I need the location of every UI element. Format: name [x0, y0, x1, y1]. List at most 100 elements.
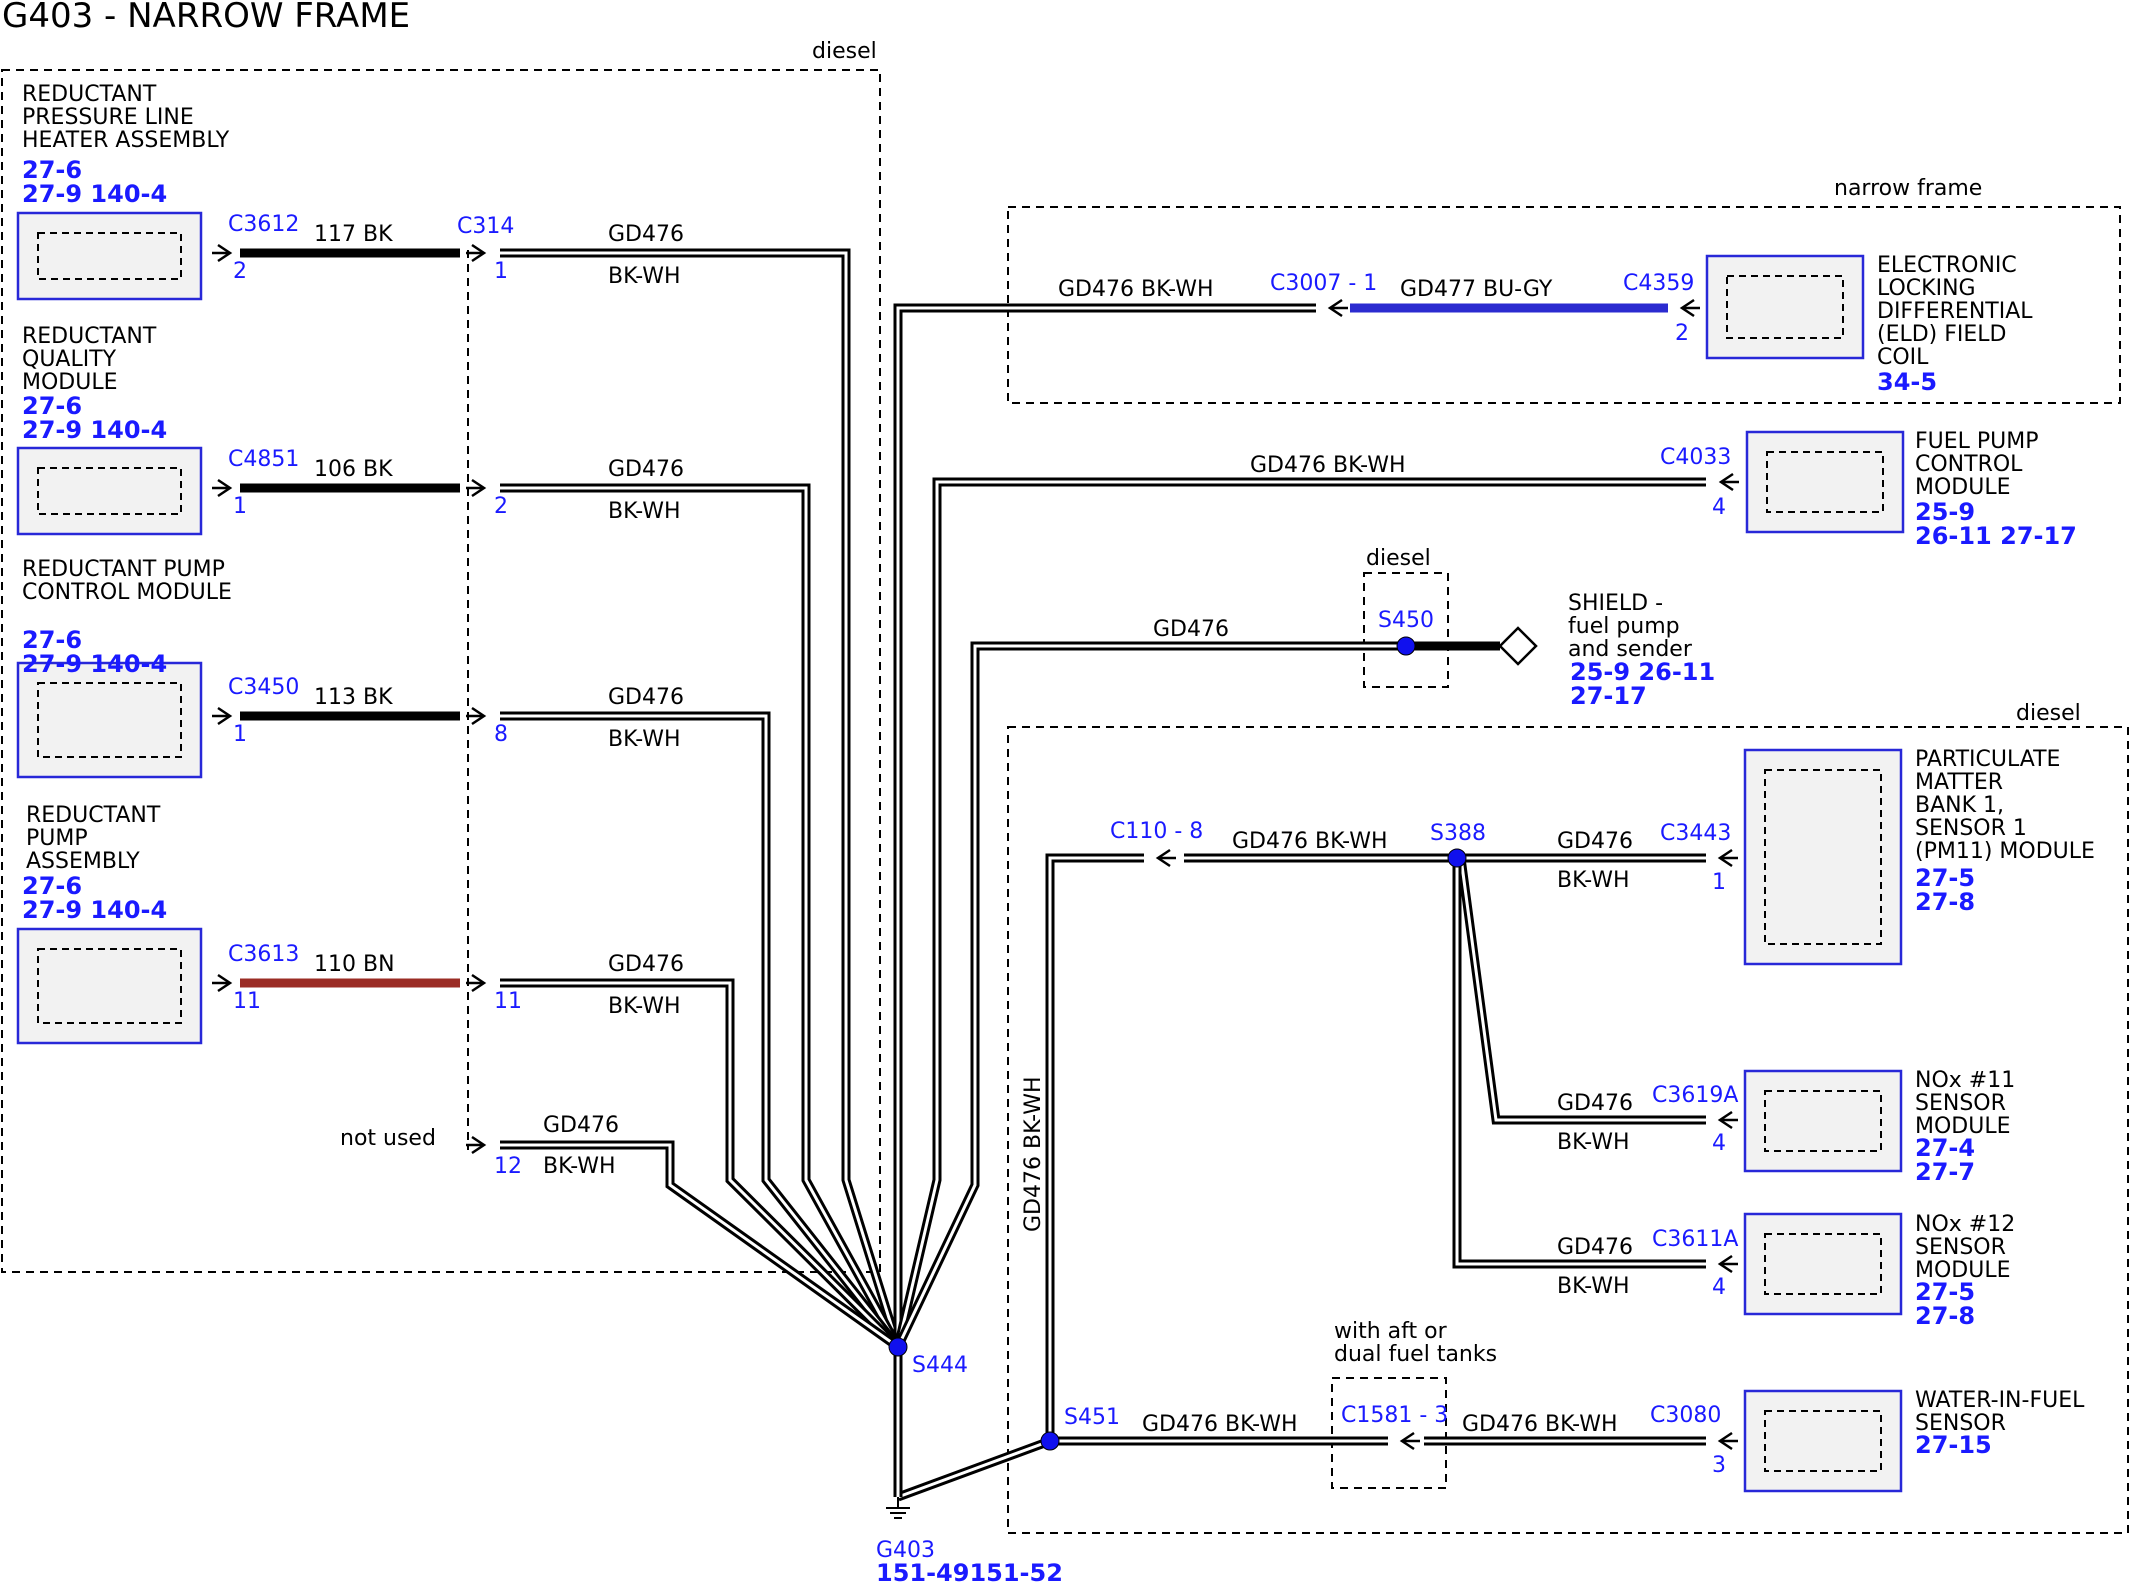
wire-c110-to-s451	[1045, 853, 1144, 1441]
component-name-shield-line: SHIELD -	[1568, 591, 1663, 616]
ground-refs: 151-49151-52	[876, 1559, 1063, 1584]
component-name-pm-sensor-line: BANK 1,	[1915, 793, 2004, 818]
component-name-nox12-line: MODULE	[1915, 1258, 2011, 1283]
component-name-wif-line: WATER-IN-FUEL	[1915, 1388, 2085, 1413]
connector-label-c110: C110 - 8	[1110, 819, 1203, 844]
component-box-nox11[interactable]	[1743, 1069, 1903, 1173]
component-name-left-3-line: REDUCTANT PUMP	[22, 557, 225, 582]
component-name-nox12-line: SENSOR	[1915, 1235, 2006, 1260]
splice-label-s388: S388	[1430, 821, 1486, 846]
splice-s388[interactable]	[1447, 848, 1467, 868]
c314-pin-4: 11	[494, 989, 522, 1014]
circuit-color-nox11: BK-WH	[1557, 1130, 1630, 1155]
connector-label-eld: C4359	[1623, 271, 1694, 296]
wire-c110-to-s451-inner	[1048, 856, 1144, 1441]
aft-tanks-region	[1331, 1377, 1447, 1489]
wire-label-fuel-pump: GD476 BK-WH	[1250, 453, 1406, 478]
wire-label-left-1: 117 BK	[314, 222, 393, 247]
component-box-nox12[interactable]	[1743, 1212, 1903, 1316]
splice-label-s444: S444	[912, 1353, 968, 1378]
component-refs-left-4: 27-9 140-4	[22, 896, 167, 924]
component-box-wif[interactable]	[1743, 1389, 1903, 1493]
diesel-s450-region	[1363, 572, 1449, 688]
circuit-label-left-1: GD476	[608, 222, 684, 247]
narrow-frame-region	[1007, 206, 2121, 404]
component-box-eld[interactable]	[1705, 254, 1865, 360]
component-box-nox11-inner	[1764, 1090, 1882, 1152]
wire-nox11-to-s388	[1456, 857, 1706, 1125]
ground-wire-left-3-inner	[500, 714, 900, 1348]
component-name-wif-line: SENSOR	[1915, 1411, 2006, 1436]
component-name-left-2-line: MODULE	[22, 370, 118, 395]
component-name-nox11-line: SENSOR	[1915, 1091, 2006, 1116]
wire-label-left-4: 110 BN	[314, 952, 395, 977]
ground-wire-left-3	[500, 711, 902, 1350]
component-name-nox11-line: MODULE	[1915, 1114, 2011, 1139]
component-box-fuel-pump[interactable]	[1745, 430, 1905, 534]
component-name-eld-line: COIL	[1877, 345, 1929, 370]
component-name-eld-line: LOCKING	[1877, 276, 1976, 301]
splice-label-s450: S450	[1378, 608, 1434, 633]
circuit-color-nox12: BK-WH	[1557, 1274, 1630, 1299]
component-name-shield-line: fuel pump	[1568, 614, 1680, 639]
component-refs-nox11: 27-4	[1915, 1134, 1975, 1162]
aft-tanks-line-2: dual fuel tanks	[1334, 1342, 1497, 1367]
component-refs-left-2: 27-9 140-4	[22, 416, 167, 444]
ground-wire-eld-inner	[896, 306, 1316, 1347]
component-name-left-1-line: PRESSURE LINE	[22, 105, 194, 130]
ground-label: G403	[876, 1538, 935, 1563]
ground-wire-left-1	[500, 248, 903, 1349]
component-refs-pm-sensor: 27-5	[1915, 864, 1975, 892]
component-name-left-1-line: HEATER ASSEMBLY	[22, 128, 230, 153]
ground-wire-left-2-inner	[500, 486, 900, 1348]
wire-label-shield: GD476	[1153, 617, 1229, 642]
component-name-eld-line: DIFFERENTIAL	[1877, 299, 2033, 324]
splice-s451[interactable]	[1040, 1431, 1060, 1451]
component-refs-nox12: 27-8	[1915, 1302, 1975, 1330]
components-layer	[16, 211, 1905, 1519]
wire-s451-to-ground-inner	[897, 1439, 1051, 1499]
c314-pin-12: 12	[494, 1154, 522, 1179]
component-refs-eld: 34-5	[1877, 368, 1937, 396]
component-box-nox12-inner	[1764, 1233, 1882, 1295]
ground-wire-left-4-inner	[500, 981, 900, 1349]
narrow-frame-region-label: narrow frame	[1834, 176, 1982, 201]
wire-label-s451-right: GD476 BK-WH	[1142, 1412, 1298, 1437]
connector-label-left-4: C3613	[228, 942, 299, 967]
connector-pin-pm-sensor: 1	[1712, 870, 1726, 895]
diagram-title: G403 - NARROW FRAME	[2, 0, 410, 36]
component-name-eld-line: (ELD) FIELD	[1877, 322, 2007, 347]
component-box-left-4[interactable]	[16, 927, 203, 1045]
component-box-pm-sensor[interactable]	[1743, 748, 1903, 966]
component-name-fuel-pump-line: MODULE	[1915, 475, 2011, 500]
diesel-region-right-label: diesel	[2016, 701, 2081, 726]
splice-s444[interactable]	[888, 1337, 908, 1357]
component-box-left-2[interactable]	[16, 446, 203, 536]
component-box-wif-inner	[1764, 1410, 1882, 1472]
shield-diamond-icon	[1498, 626, 1538, 666]
component-box-left-3[interactable]	[16, 661, 203, 779]
splice-s450[interactable]	[1396, 636, 1416, 656]
component-refs-shield: 27-17	[1570, 682, 1647, 710]
circuit-label-nox11: GD476	[1557, 1091, 1633, 1116]
component-box-left-1[interactable]	[16, 211, 203, 301]
connector-pin-eld: 2	[1675, 321, 1689, 346]
component-name-left-4-line: ASSEMBLY	[26, 849, 140, 874]
circuit-label-not-used: GD476	[543, 1113, 619, 1138]
connector-pin-left-3: 1	[233, 722, 247, 747]
component-refs-nox12: 27-5	[1915, 1278, 1975, 1306]
connector-label-pm-sensor: C3443	[1660, 821, 1731, 846]
component-name-left-4-line: PUMP	[26, 826, 88, 851]
connector-pin-left-2: 1	[233, 494, 247, 519]
circuit-color-pm-sensor: BK-WH	[1557, 868, 1630, 893]
circuit-label-nox12: GD476	[1557, 1235, 1633, 1260]
component-box-left-2-inner	[37, 467, 182, 515]
